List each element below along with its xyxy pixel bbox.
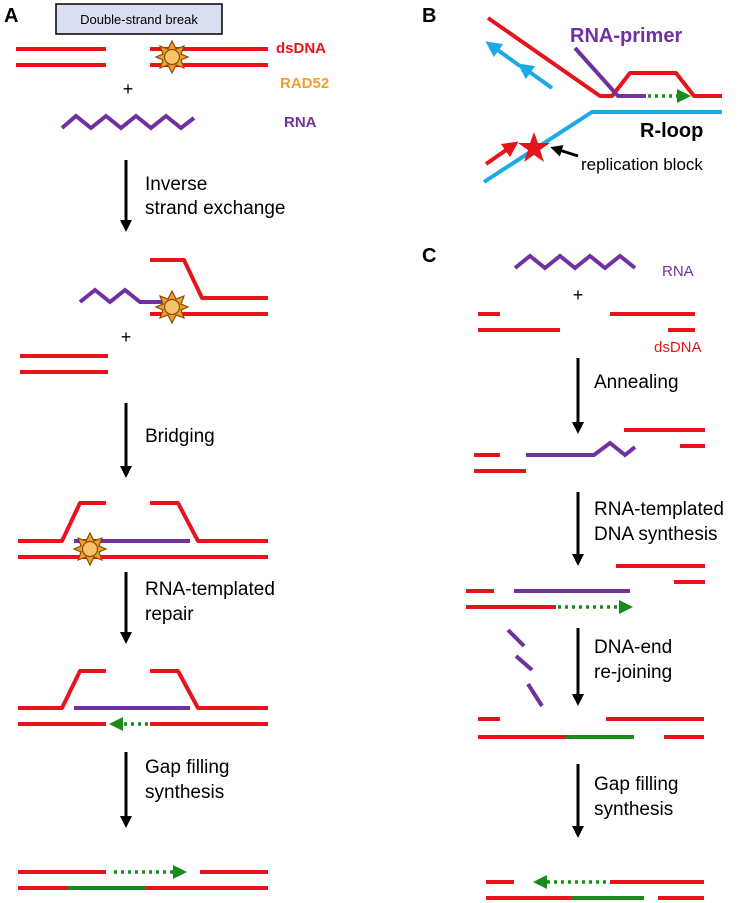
panel-letter-c: C: [422, 245, 436, 267]
a-row4-repair: [18, 669, 268, 731]
c-step3-label-line2: re-joining: [594, 662, 672, 683]
step4-label-line1: Gap filling: [145, 757, 230, 778]
b-blue-arrow-1: [485, 41, 522, 68]
panel-letter-a: A: [4, 5, 18, 27]
panel-c: C RNA + dsDNA Annealing RNA-templated DN…: [422, 245, 724, 900]
c-plus-sign: +: [573, 285, 584, 305]
a-row3-bridging: [18, 501, 268, 566]
b-block-pointer-arrow: [550, 145, 579, 158]
c-dsdna-label: dsDNA: [654, 339, 702, 356]
panel-a: A Double-strand break dsDNA RAD52 + RNA …: [4, 3, 329, 890]
r-loop-label: R-loop: [640, 120, 703, 142]
legend-dsdna: dsDNA: [276, 40, 326, 57]
c-step2-label-line2: DNA synthesis: [594, 524, 718, 545]
c-rna-strand: [513, 253, 637, 271]
a-row1-dsdna: [16, 40, 268, 74]
c-step4-label-line1: Gap filling: [594, 774, 679, 795]
b-template-strand: [482, 110, 722, 184]
a-row5-gap-filled: [18, 865, 268, 890]
b-blue-arrow-2: [517, 63, 554, 90]
step1-label-line2: strand exchange: [145, 198, 286, 219]
rad52-icon-2: [155, 290, 189, 324]
c-row4-rejoined: [478, 717, 704, 739]
rna-strand: [60, 113, 196, 131]
plus-sign-2: +: [121, 327, 132, 347]
c-step1-label: Annealing: [594, 372, 679, 393]
rad52-icon: [155, 40, 189, 74]
c-row3-synthesis: [466, 564, 705, 614]
c-row5-gap-filled: [486, 875, 704, 900]
c-rna-label: RNA: [662, 263, 694, 280]
c-row1-dsdna: [478, 312, 695, 332]
c-row2-annealed: [474, 428, 705, 473]
step2-label: Bridging: [145, 426, 215, 447]
replication-block-label: replication block: [581, 155, 703, 174]
dsb-box-label: Double-strand break: [80, 12, 198, 27]
dsb-box: [55, 3, 223, 35]
rad52-icon-3: [73, 532, 107, 566]
legend-rad52: RAD52: [280, 75, 329, 92]
step1-label-line1: Inverse: [145, 174, 207, 195]
step3-label-line1: RNA-templated: [145, 579, 275, 600]
rna-primer-label: RNA-primer: [570, 25, 682, 47]
plus-sign: +: [123, 79, 134, 99]
c-rna-fragment-1: [506, 628, 526, 648]
c-step2-label-line1: RNA-templated: [594, 499, 724, 520]
step3-label-line2: repair: [145, 604, 194, 625]
b-parental-strand: [486, 16, 722, 98]
b-red-arrow: [484, 141, 519, 166]
step4-label-line2: synthesis: [145, 782, 224, 803]
replication-block-star-icon: [518, 132, 550, 162]
legend-rna: RNA: [284, 114, 317, 131]
c-rna-fragment-2: [514, 654, 534, 672]
c-step4-label-line2: synthesis: [594, 799, 673, 820]
c-rna-fragment-3: [526, 682, 544, 708]
panel-b: B RNA-primer R-loop replication block: [422, 5, 722, 184]
c-step3-label-line1: DNA-end: [594, 637, 672, 658]
b-rna-primer: [573, 46, 646, 98]
a-row2-product: [78, 258, 268, 324]
a-row2-dsdna: [20, 354, 108, 374]
panel-letter-b: B: [422, 5, 436, 27]
